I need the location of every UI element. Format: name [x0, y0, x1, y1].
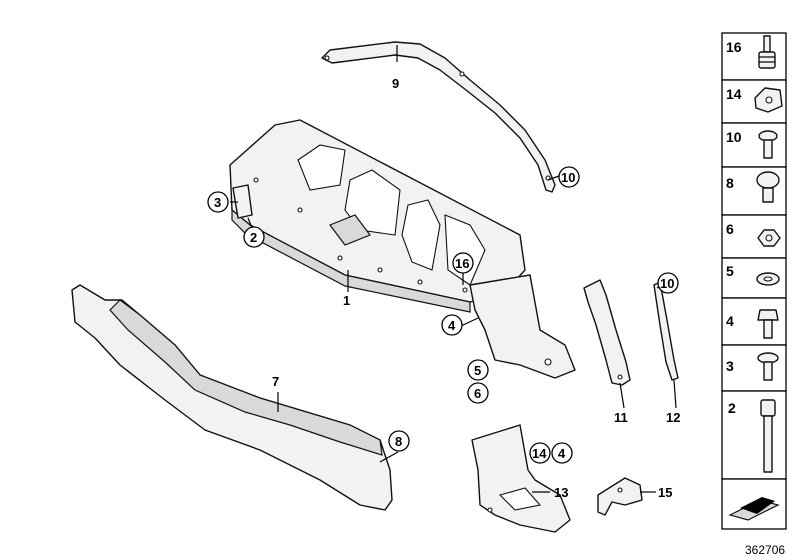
legend-label-5: 5: [726, 263, 734, 279]
stud-icon: [758, 35, 776, 69]
screw-icon: [758, 130, 778, 159]
callout-13: 13: [554, 485, 568, 500]
part-15-small-bracket: [597, 477, 643, 516]
fastener-legend: 16 14 10 8 6: [721, 32, 787, 530]
callout-16-frame: 16: [455, 256, 469, 271]
callout-4-lower: 4: [558, 446, 566, 461]
hex-bolt-icon: [757, 309, 779, 339]
callout-15: 15: [658, 485, 672, 500]
legend-label-8: 8: [726, 175, 734, 191]
callout-10-upper: 10: [561, 170, 575, 185]
legend-label-2: 2: [728, 400, 736, 416]
expanding-rivet-icon: [756, 171, 780, 203]
legend-label-3: 3: [726, 358, 734, 374]
assembly-arrow-icon: [728, 497, 780, 521]
part-7-impact-absorber: [71, 284, 393, 511]
legend-box-10: [721, 122, 787, 168]
callout-3: 3: [214, 195, 221, 210]
callout-8: 8: [395, 434, 402, 449]
legend-label-10: 10: [726, 129, 742, 145]
callouts: 9 10 3 2 16 1 4 5 6 7 8 10 11 12 14 4 13…: [207, 76, 680, 500]
legend-box-14: [721, 79, 787, 124]
flange-screw-icon: [757, 352, 779, 381]
diagram-id: 362706: [745, 543, 785, 557]
callout-12: 12: [666, 410, 680, 425]
callout-4-frame: 4: [448, 318, 456, 333]
callout-14: 14: [532, 446, 547, 461]
part-12-rod: [653, 281, 679, 381]
callout-10-rod: 10: [660, 276, 674, 291]
hex-nut-icon: [757, 229, 781, 247]
washer-icon: [756, 272, 780, 286]
callout-5: 5: [474, 363, 481, 378]
legend-label-14: 14: [726, 86, 742, 102]
legend-label-4: 4: [726, 313, 734, 329]
legend-label-16: 16: [726, 39, 742, 55]
part-9-upper-bracket: [321, 41, 556, 193]
legend-box-4: [721, 297, 787, 346]
clip-nut-icon: [754, 87, 783, 113]
part-13-lower-bracket: [471, 424, 571, 533]
part-11-side-strut: [583, 279, 631, 386]
long-bolt-icon: [760, 399, 776, 473]
callout-7: 7: [272, 374, 279, 389]
callout-6: 6: [474, 386, 481, 401]
callout-2: 2: [250, 230, 257, 245]
part-1-front-carrier: [229, 119, 576, 379]
callout-1: 1: [343, 293, 350, 308]
callout-9: 9: [392, 76, 399, 91]
callout-11: 11: [614, 410, 628, 425]
legend-label-6: 6: [726, 221, 734, 237]
